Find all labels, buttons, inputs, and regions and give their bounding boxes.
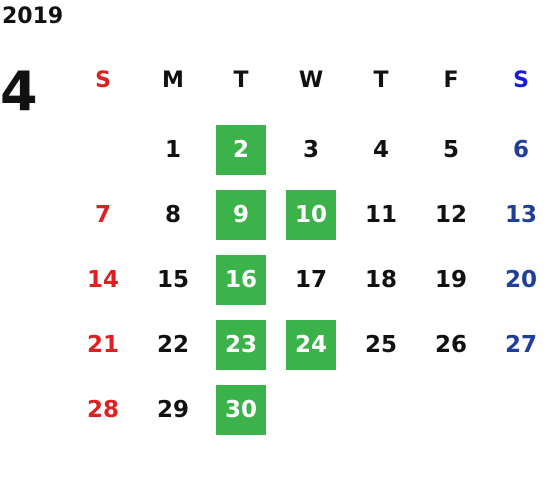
- month-number: 4: [0, 60, 38, 123]
- day-cell[interactable]: 1: [164, 137, 181, 163]
- day-cell-highlighted[interactable]: 9: [216, 190, 266, 240]
- day-cell-saturday[interactable]: 6: [512, 137, 529, 163]
- weekday-friday: F: [443, 67, 459, 93]
- day-cell-highlighted[interactable]: 2: [216, 125, 266, 175]
- day-cell[interactable]: 29: [156, 397, 189, 423]
- weekday-tuesday: T: [233, 67, 249, 93]
- day-cell[interactable]: 17: [294, 267, 327, 293]
- day-cell[interactable]: 3: [302, 137, 319, 163]
- day-cell[interactable]: 22: [156, 332, 189, 358]
- day-cell-sunday[interactable]: 7: [94, 202, 111, 228]
- day-cell-highlighted[interactable]: 24: [286, 320, 336, 370]
- weekday-wednesday: W: [298, 67, 324, 93]
- day-cell[interactable]: 26: [434, 332, 467, 358]
- day-cell[interactable]: 18: [364, 267, 397, 293]
- day-cell[interactable]: 5: [442, 137, 459, 163]
- day-cell[interactable]: 8: [164, 202, 181, 228]
- weekday-saturday: S: [513, 67, 529, 93]
- weekday-monday: M: [162, 67, 184, 93]
- day-cell-highlighted[interactable]: 10: [286, 190, 336, 240]
- weekday-thursday: T: [373, 67, 389, 93]
- day-cell[interactable]: 4: [372, 137, 389, 163]
- day-cell-sunday[interactable]: 28: [86, 397, 119, 423]
- day-cell-highlighted[interactable]: 30: [216, 385, 266, 435]
- day-cell[interactable]: 19: [434, 267, 467, 293]
- day-cell-saturday[interactable]: 13: [504, 202, 537, 228]
- day-cell-highlighted[interactable]: 16: [216, 255, 266, 305]
- day-cell[interactable]: 11: [364, 202, 397, 228]
- day-cell[interactable]: 15: [156, 267, 189, 293]
- year-label: 2019: [2, 4, 64, 29]
- day-cell[interactable]: 25: [364, 332, 397, 358]
- day-cell[interactable]: 12: [434, 202, 467, 228]
- day-cell-saturday[interactable]: 27: [504, 332, 537, 358]
- day-cell-sunday[interactable]: 21: [86, 332, 119, 358]
- weekday-sunday: S: [95, 67, 111, 93]
- day-cell-sunday[interactable]: 14: [86, 267, 119, 293]
- day-cell-saturday[interactable]: 20: [504, 267, 537, 293]
- day-cell-highlighted[interactable]: 23: [216, 320, 266, 370]
